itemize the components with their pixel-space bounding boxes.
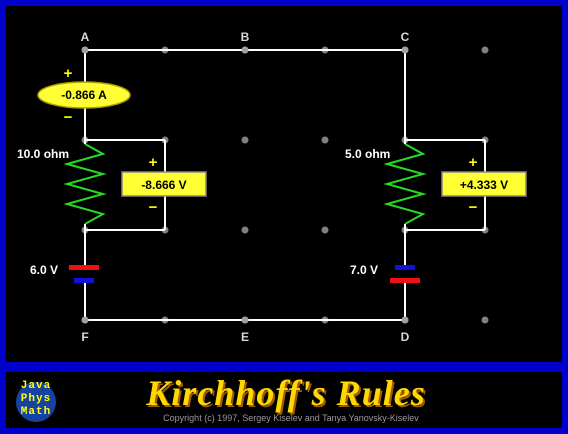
node-dot-e[interactable] [241,316,249,324]
left-voltmeter-minus-sign: − [149,199,158,216]
right-resistor-zigzag[interactable] [383,143,427,225]
left-voltmeter[interactable]: -8.666 V + − [121,154,207,216]
left-battery-label: 6.0 V [30,263,58,277]
javaphysmath-logo[interactable]: Java Phys Math [12,376,60,424]
grid-dot[interactable] [481,46,489,54]
node-dot-f[interactable] [81,316,89,324]
left-battery-negative-plate[interactable] [74,278,94,283]
right-voltmeter-body[interactable] [441,171,527,197]
grid-dot[interactable] [321,226,329,234]
left-resistor-label: 10.0 ohm [17,147,69,161]
right-battery-negative-plate[interactable] [395,265,415,270]
copyright-notice: Copyright (c) 1997, Sergey Kiselev and T… [163,413,419,423]
grid-dot[interactable] [321,136,329,144]
right-resistor-label: 5.0 ohm [345,147,390,161]
ammeter-plus-sign: + [64,65,73,82]
circuit-diagram[interactable]: A B C D E F -0.866 A + − 10.0 ohm 5.0 oh… [6,6,562,362]
logo-word-phys: Phys [20,393,52,405]
node-label-c: C [401,30,410,44]
right-resistor[interactable]: 5.0 ohm [345,140,427,230]
right-voltmeter-minus-sign: − [469,199,478,216]
right-battery-positive-plate[interactable] [390,278,420,283]
logo-word-math: Math [20,406,52,418]
grid-dot[interactable] [241,136,249,144]
left-voltmeter-body[interactable] [121,171,207,197]
logo-word-java: Java [20,380,52,392]
circuit-board[interactable]: A B C D E F -0.866 A + − 10.0 ohm 5.0 oh… [6,6,562,362]
node-dot-d[interactable] [401,316,409,324]
node-label-f: F [81,330,88,344]
globe-icon [16,382,56,422]
ammeter-body[interactable] [37,81,131,109]
node-label-b: B [241,30,250,44]
left-battery-positive-plate[interactable] [69,265,99,270]
right-voltmeter-reading: +4.333 V [460,178,508,192]
right-battery-label: 7.0 V [350,263,378,277]
ammeter-reading: -0.866 A [61,88,107,102]
left-voltmeter-reading: -8.666 V [141,178,186,192]
node-dot-b[interactable] [241,46,249,54]
right-battery[interactable]: 7.0 V [350,263,420,283]
ammeter[interactable]: -0.866 A + − [37,65,131,126]
left-voltmeter-plus-sign: + [149,154,158,171]
app-title: Kirchhoff's Rules [146,373,426,413]
right-voltmeter-plus-sign: + [469,154,478,171]
grid-dot[interactable] [241,226,249,234]
node-dot-a[interactable] [81,46,89,54]
node-dot-c[interactable] [401,46,409,54]
node-label-d: D [401,330,410,344]
left-battery[interactable]: 6.0 V [30,263,99,283]
node-label-e: E [241,330,249,344]
grid-dot[interactable] [481,316,489,324]
left-resistor-zigzag[interactable] [63,143,107,225]
title-banner: Java Phys Math Kirchhoff's Rules Copyrig… [6,372,562,428]
node-label-a: A [81,30,90,44]
right-voltmeter[interactable]: +4.333 V + − [441,154,527,216]
ammeter-minus-sign: − [64,109,73,126]
left-resistor[interactable]: 10.0 ohm [17,140,107,230]
